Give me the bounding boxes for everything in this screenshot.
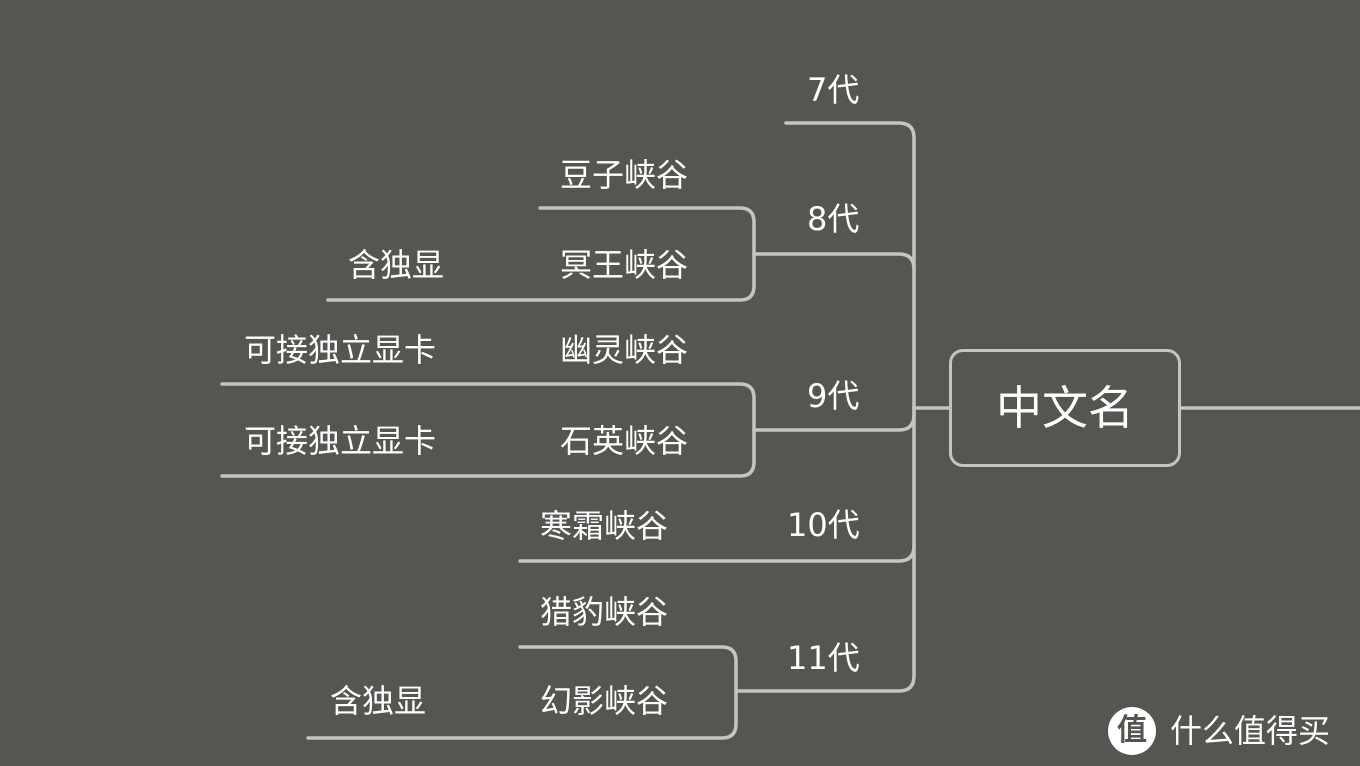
watermark: 值 什么值得买 xyxy=(1108,706,1330,756)
generation-label-7: 7代 xyxy=(807,71,860,109)
bracket-9-top xyxy=(220,382,756,432)
root-label: 中文名 xyxy=(996,381,1134,435)
branch-8 xyxy=(752,252,916,271)
generation-label-8: 8代 xyxy=(807,200,860,238)
note-label: 含独显 xyxy=(330,682,427,720)
codename-label: 豆子峡谷 xyxy=(560,156,689,194)
codename-label: 幽灵峡谷 xyxy=(560,331,689,369)
codename-label: 寒霜峡谷 xyxy=(540,507,669,545)
note-label: 可接独立显卡 xyxy=(244,331,437,369)
codename-label: 冥王峡谷 xyxy=(560,246,689,284)
branch-11 xyxy=(734,544,916,693)
generation-label-9: 9代 xyxy=(807,377,860,415)
codename-label: 石英峡谷 xyxy=(560,422,689,460)
watermark-glyph: 值 xyxy=(1117,713,1147,748)
bracket-9-bottom xyxy=(220,428,756,478)
generation-label-10: 10代 xyxy=(787,506,860,544)
generation-label-11: 11代 xyxy=(787,639,860,677)
codename-label: 幻影峡谷 xyxy=(540,682,669,720)
zhide-icon: 值 xyxy=(1108,707,1156,755)
bracket-8-bottom xyxy=(326,252,756,302)
branch-7 xyxy=(784,121,916,410)
bracket-11-bottom xyxy=(306,689,738,740)
note-label: 含独显 xyxy=(348,246,445,284)
note-label: 可接独立显卡 xyxy=(244,422,437,460)
codename-label: 猎豹峡谷 xyxy=(540,593,669,631)
root-node xyxy=(949,349,1181,467)
watermark-text: 什么值得买 xyxy=(1170,712,1331,750)
bracket-8-top xyxy=(538,206,756,256)
bracket-11-top xyxy=(518,645,738,693)
